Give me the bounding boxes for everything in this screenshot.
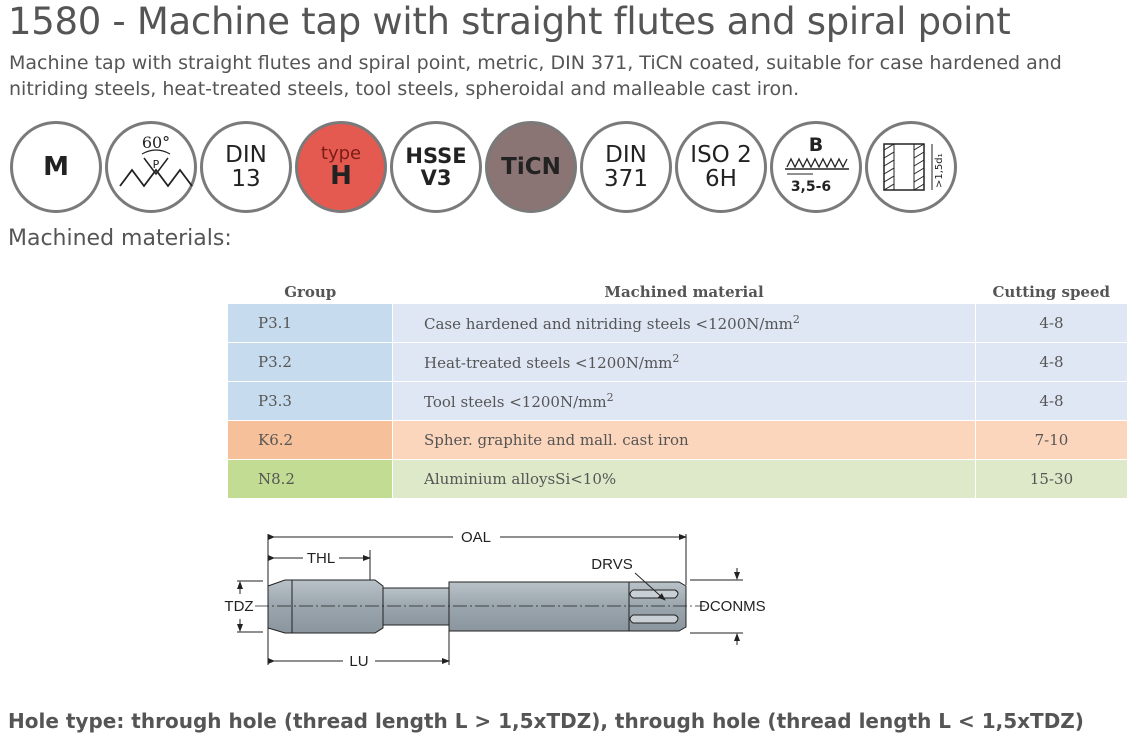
svg-text:3,5-6: 3,5-6 [791,179,831,195]
table-body: P3.1 Case hardened and nitriding steels <… [228,303,1127,498]
table-row: N8.2 Aluminium alloysSi<10% 15-30 [228,459,1127,498]
group-cell: K6.2 [228,420,393,460]
din13-icon: DIN 13 [200,121,292,213]
page-title: 1580 - Machine tap with straight flutes … [8,0,1011,43]
hole-type-note: Hole type: through hole (thread length L… [8,709,1084,733]
blind-hole-icon: >1,5d₁ [883,143,945,191]
hsse-v3-icon: HSSE V3 [390,121,482,213]
svg-text:B: B [809,134,823,156]
table-header-row: Group Machined material Cutting speed [228,281,1127,304]
type-h-icon: type H [295,121,387,213]
din371-icon: DIN 371 [580,121,672,213]
column-header-group: Group [284,283,337,301]
group-cell: N8.2 [228,459,393,498]
oal-label: OAL [461,529,491,546]
unit-exponent: 2 [792,313,800,326]
group-cell: P3.3 [228,381,393,421]
dconms-label: DCONMS [699,598,766,615]
tdz-label: TDZ [224,598,253,615]
material-text: Spher. graphite and mall. cast iron [424,431,689,449]
svg-text:60°: 60° [142,133,170,152]
material-text: Aluminium alloysSi<10% [424,470,617,488]
thread-depth-icon: >1,5d₁ [865,121,957,213]
table-row: P3.1 Case hardened and nitriding steels <… [228,303,1127,343]
speed-cell: 4-8 [975,303,1127,343]
column-header-speed: Cutting speed [992,283,1111,301]
thread-angle-icon: 60° P [105,121,197,213]
speed-cell: 15-30 [975,459,1127,498]
thl-label: THL [307,550,335,567]
speed-cell: 7-10 [975,420,1127,460]
svg-text:P: P [153,158,160,171]
speed-cell: 4-8 [975,381,1127,421]
material-text: Tool steels <1200N/mm [424,393,607,411]
machined-materials-heading: Machined materials: [8,226,232,251]
tap-dimension-diagram: OAL THL LU TDZ DRVS DCONMS [224,529,766,670]
material-cell: Spher. graphite and mall. cast iron [392,420,976,460]
svg-text:>1,5d₁: >1,5d₁ [934,153,945,188]
chamfer-form-icon: B 3,5-6 [770,121,862,213]
material-text: Case hardened and nitriding steels <1200… [424,315,793,333]
metric-thread-icon: M [10,121,102,213]
group-cell: P3.2 [228,342,393,382]
material-text: Heat-treated steels <1200N/mm [424,354,673,372]
material-cell: Aluminium alloysSi<10% [392,459,976,498]
drvs-label: DRVS [591,556,632,573]
iso2-6h-icon: ISO 2 6H [675,121,767,213]
material-cell: Case hardened and nitriding steels <1200… [392,303,976,343]
material-cell: Tool steels <1200N/mm2 [392,381,976,421]
thread-profile-icon: 60° P [119,133,193,188]
unit-exponent: 2 [606,391,614,404]
group-cell: P3.1 [228,303,393,343]
lu-label: LU [349,653,368,670]
table-row: K6.2 Spher. graphite and mall. cast iron 7… [228,420,1127,460]
ticn-coating-icon: TiCN [485,121,577,213]
machined-materials-table: Group Machined material Cutting speed P3… [228,281,1127,498]
unit-exponent: 2 [672,352,680,365]
speed-cell: 4-8 [975,342,1127,382]
chamfer-b-icon: B 3,5-6 [785,134,849,195]
column-header-material: Machined material [604,283,764,301]
product-description: Machine tap with straight flutes and spi… [9,52,1062,100]
material-cell: Heat-treated steels <1200N/mm2 [392,342,976,382]
